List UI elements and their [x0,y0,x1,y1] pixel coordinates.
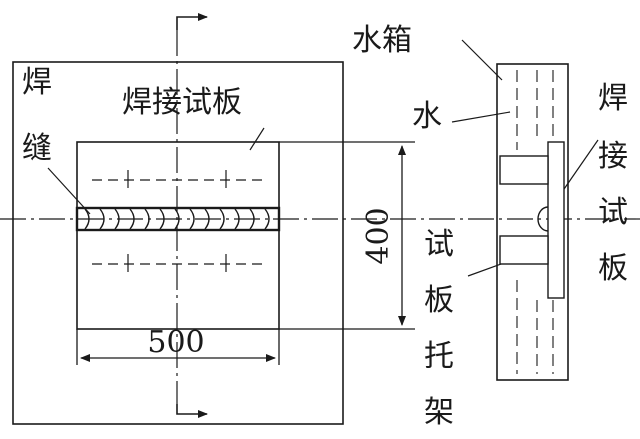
leader-water [451,111,511,123]
dimension-400 [279,141,415,330]
section-arrow-top [176,13,208,30]
label-water: 水 [412,99,442,134]
label-side-plate-2: 接 [598,139,628,174]
leader-weld-test-plate [249,127,265,151]
weld-profile [537,206,549,232]
water-tank-side-view [496,63,569,381]
label-water-tank: 水箱 [352,23,412,58]
label-side-plate-4: 板 [598,251,628,286]
label-side-plate-1: 焊 [598,81,628,116]
label-plate-support-2: 板 [424,283,454,318]
dimension-height-text: 400 [361,207,396,264]
label-weld-test-plate: 焊接试板 [122,85,242,120]
dimension-width-text: 500 [147,325,204,360]
label-weld-seam-1: 焊 [22,65,52,100]
water-dashes [516,70,554,374]
side-test-plate [547,141,565,299]
inner-cross-ticks [127,170,227,272]
label-weld-seam-2: 缝 [22,131,52,166]
outer-frame [12,61,344,425]
leader-weld-seam [47,167,91,215]
label-plate-support-4: 架 [424,395,454,430]
label-plate-support-1: 试 [424,227,454,262]
support-bracket-top [499,155,549,185]
label-plate-support-3: 托 [424,339,454,374]
label-side-plate-3: 试 [598,195,628,230]
dimension-500 [76,329,280,365]
leader-water-tank [461,39,503,81]
inner-dashed-lines [92,179,268,265]
section-arrow-bottom [176,404,208,418]
support-bracket-bottom [499,235,549,265]
test-plate [76,141,280,330]
